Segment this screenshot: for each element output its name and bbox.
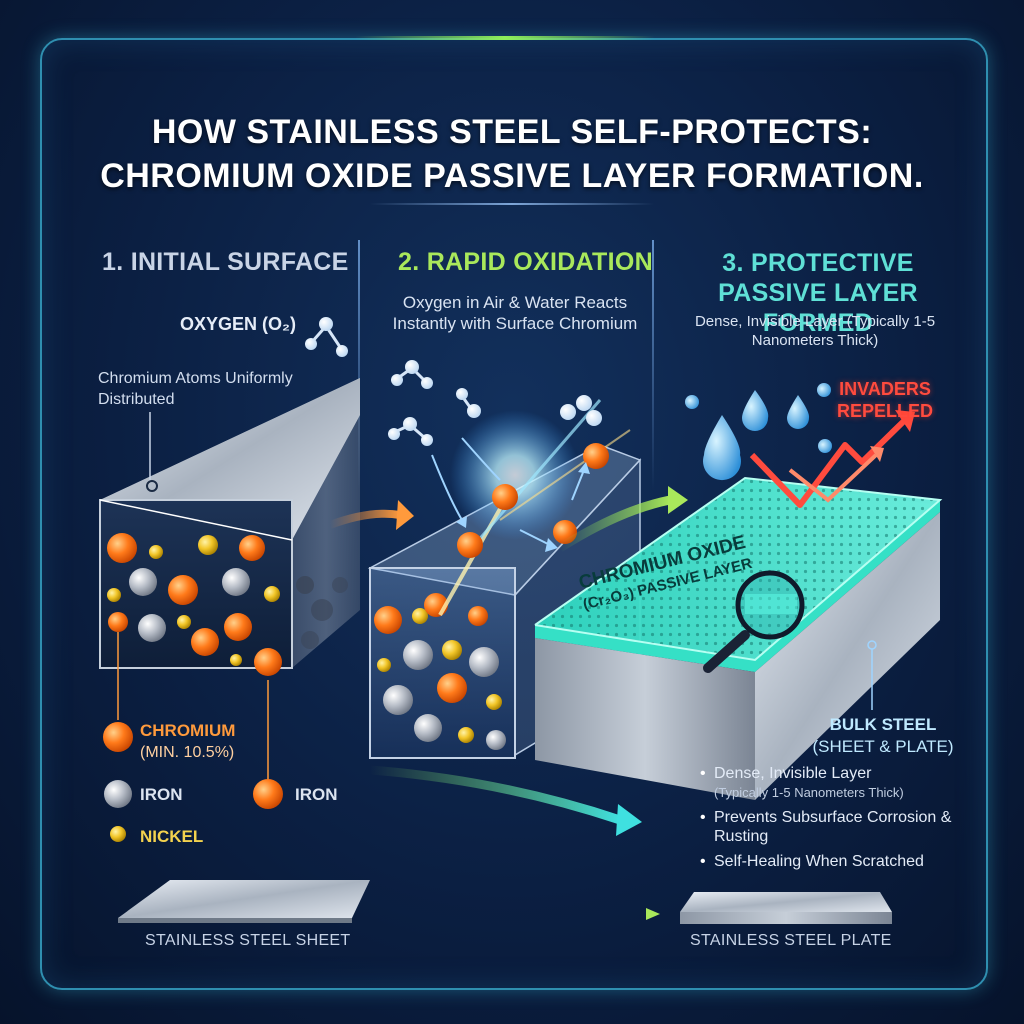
legend-iron-swatch <box>104 780 132 808</box>
frame-glow <box>355 36 655 40</box>
legend-iron-2: IRON <box>295 785 338 804</box>
block-3-front <box>535 638 755 800</box>
initial-steel-block <box>99 378 360 669</box>
transition-arrow-1 <box>328 509 401 529</box>
block-1-atoms <box>107 533 348 676</box>
bulk-steel-title: BULK STEEL <box>829 715 937 734</box>
title-line-2: CHROMIUM OXIDE PASSIVE LAYER FORMATION. <box>100 157 924 195</box>
steel-sheet-icon <box>118 880 370 923</box>
legend-chromium-min: (MIN. 10.5%) <box>140 744 235 761</box>
legend-chromium-label: CHROMIUM <box>140 721 236 740</box>
legend-chromium-swatch <box>103 722 133 752</box>
oxygen-molecule-icon <box>305 317 348 357</box>
benefit-item: Prevents Subsurface Corrosion & Rusting <box>700 808 970 846</box>
water-droplets <box>685 383 832 481</box>
transition-arrow-2 <box>557 495 671 552</box>
legend-chromium: CHROMIUM (MIN. 10.5%) <box>140 720 235 764</box>
benefit-main: Dense, Invisible Layer <box>714 765 872 782</box>
step-3-heading: 3. PROTECTIVE PASSIVE LAYER FORMED <box>718 249 918 337</box>
passive-steel-block <box>534 476 943 800</box>
title-divider <box>370 203 654 205</box>
column-divider-1 <box>358 240 360 490</box>
steel-plate-label: STAINLESS STEEL PLATE <box>690 932 892 949</box>
legend-nickel-swatch <box>110 826 126 842</box>
steel-sheet-label: STAINLESS STEEL SHEET <box>145 932 351 949</box>
invaders-repelled-label: INVADERS REPELLED <box>836 379 933 421</box>
steel-plate-icon <box>680 892 892 924</box>
legend-iron-swatch-2 <box>253 779 283 809</box>
benefits-list: Dense, Invisible Layer (Typically 1-5 Na… <box>700 764 970 877</box>
benefit-main: Prevents Subsurface Corrosion & Rusting <box>714 809 952 845</box>
bulk-steel-subtitle: (SHEET & PLATE) <box>812 737 954 756</box>
step-2-heading: 2. RAPID OXIDATION <box>398 248 653 276</box>
benefit-item: Dense, Invisible Layer (Typically 1-5 Na… <box>700 764 970 802</box>
title-line-1: HOW STAINLESS STEEL SELF-PROTECTS: <box>151 113 873 151</box>
legend-iron: IRON <box>140 785 183 804</box>
column-divider-2 <box>652 240 654 490</box>
transition-arrow-3 <box>369 765 622 825</box>
benefit-main: Self-Healing When Scratched <box>714 853 924 870</box>
oxidation-reaction <box>388 360 631 616</box>
magnifier-icon <box>703 570 805 673</box>
chromium-distribution-label: Chromium Atoms Uniformly Distributed <box>98 370 293 408</box>
step-3-description: Dense, Invisible Layer (Typically 1-5 Na… <box>694 313 936 349</box>
step-2-description: Oxygen in Air & Water Reacts Instantly w… <box>392 293 638 333</box>
oxygen-label: OXYGEN (O₂) <box>180 314 297 334</box>
block-2-atoms <box>374 593 506 750</box>
step-1-heading: 1. INITIAL SURFACE <box>102 248 349 276</box>
page-title: HOW STAINLESS STEEL SELF-PROTECTS: CHROM… <box>60 110 964 198</box>
legend-nickel: NICKEL <box>140 827 204 846</box>
bulk-steel-label: BULK STEEL (SHEET & PLATE) <box>798 714 968 758</box>
benefit-sub: (Typically 1-5 Nanometers Thick) <box>714 785 904 800</box>
repel-arrows <box>749 410 915 508</box>
benefit-item: Self-Healing When Scratched <box>700 852 970 871</box>
